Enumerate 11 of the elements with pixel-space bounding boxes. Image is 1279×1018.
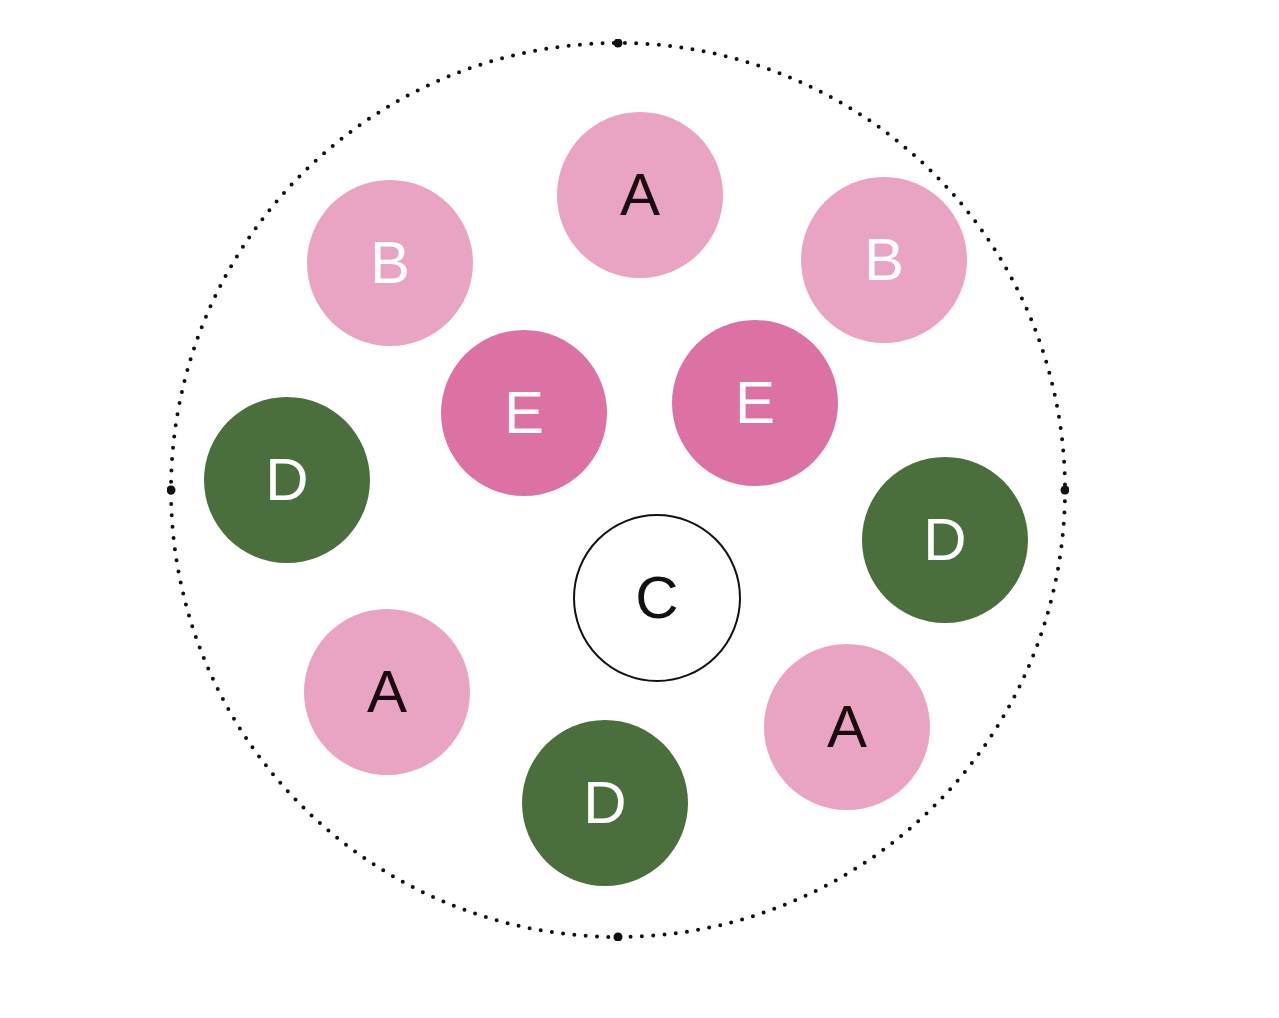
circle-label: C (635, 568, 679, 628)
circle-label: D (583, 773, 627, 833)
circle-label: A (620, 165, 660, 225)
circle-label: E (735, 373, 775, 433)
circle-label: A (827, 697, 867, 757)
circle-label: E (504, 383, 544, 443)
circle-label: D (923, 510, 967, 570)
circle-label: A (367, 662, 407, 722)
circle-label: B (864, 230, 904, 290)
circle-label: D (265, 450, 309, 510)
circle-label: B (370, 233, 410, 293)
